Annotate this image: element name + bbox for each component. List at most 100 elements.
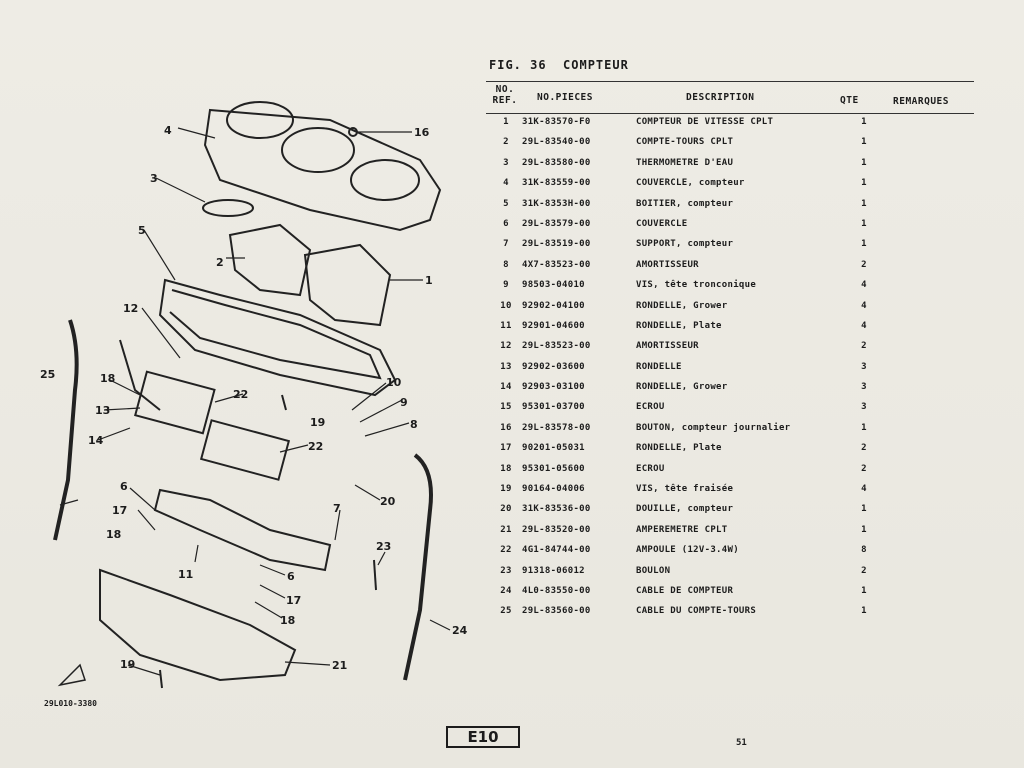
bolt-19-bottom [159, 669, 163, 689]
row-qty: 1 [861, 178, 867, 189]
row-qty: 4 [861, 484, 867, 495]
row-description: AMORTISSEUR [636, 341, 699, 352]
column-header-ref-line2: REF. [492, 95, 518, 106]
row-part-number: 29L-83523-00 [522, 341, 591, 352]
row-qty: 4 [861, 300, 867, 311]
row-qty: 2 [861, 341, 867, 352]
row-description: DOUILLE, compteur [636, 504, 734, 515]
row-description: VIS, tête tronconique [636, 280, 757, 291]
row-description: RONDELLE, Grower [636, 300, 728, 311]
cover-dial-mid [281, 127, 355, 173]
row-qty: 2 [861, 565, 867, 576]
row-ref: 22 [500, 545, 512, 556]
callout-17-right: 17 [286, 594, 301, 607]
row-ref: 19 [500, 484, 512, 495]
trip-knob [348, 127, 358, 137]
callout-15: 14 [88, 434, 104, 447]
row-description: VIS, tête fraisée [636, 484, 734, 495]
leader-lines [59, 127, 451, 676]
callout-13: 12 [123, 302, 138, 315]
page-number: 51 [736, 738, 747, 748]
row-part-number: 29L-83540-00 [522, 137, 591, 148]
header-rule-bottom [486, 113, 974, 114]
callout-25: 25 [40, 368, 55, 381]
meter-assembly-drawing: 4 3 5 16 1 2 12 10 9 8 25 18 13 14 22 19… [40, 101, 468, 689]
row-part-number: 4G1-84744-00 [522, 545, 591, 556]
row-part-number: 91318-06012 [522, 565, 585, 576]
row-description: AMORTISSEUR [636, 259, 699, 270]
row-description: COMPTE-TOURS CPLT [636, 137, 734, 148]
cover-outline [203, 108, 442, 232]
row-part-number: 31K-8353H-00 [522, 198, 591, 209]
row-ref: 16 [500, 422, 512, 433]
row-qty: 2 [861, 443, 867, 454]
row-description: COUVERCLE, compteur [636, 178, 745, 189]
callout-1: 1 [425, 274, 433, 287]
row-ref: 13 [500, 361, 512, 372]
row-ref: 3 [503, 157, 509, 168]
callout-5: 5 [138, 224, 146, 237]
row-description: COUVERCLE [636, 218, 688, 229]
bolt-19-top [281, 394, 287, 411]
row-ref: 6 [503, 218, 509, 229]
row-description: RONDELLE, Plate [636, 320, 722, 331]
callout-11: 10 [386, 376, 402, 389]
callout-18-right: 18 [280, 614, 295, 627]
case-inner [169, 289, 382, 380]
row-ref: 17 [500, 443, 512, 454]
row-description: RONDELLE [636, 361, 682, 372]
callout-17-left: 17 [112, 504, 127, 517]
callout-8: 6 [287, 570, 295, 583]
row-part-number: 95301-05600 [522, 463, 585, 474]
row-qty: 1 [861, 239, 867, 250]
row-part-number: 29L-83578-00 [522, 422, 591, 433]
callout-14: 13 [95, 404, 110, 417]
row-ref: 23 [500, 565, 512, 576]
row-ref: 9 [503, 280, 509, 291]
socket-block-right [199, 419, 291, 481]
callout-16: 16 [414, 126, 430, 139]
row-qty: 1 [861, 585, 867, 596]
row-ref: 18 [500, 463, 512, 474]
row-ref: 11 [500, 320, 512, 331]
callout-6-top: 6 [120, 480, 128, 493]
row-qty: 1 [861, 606, 867, 617]
callout-19-bottom: 19 [120, 658, 135, 671]
row-ref: 7 [503, 239, 509, 250]
row-qty: 3 [861, 361, 867, 372]
row-part-number: 31K-83570-F0 [522, 117, 591, 127]
row-description: CABLE DE COMPTEUR [636, 585, 734, 596]
callout-23: 23 [376, 540, 391, 553]
row-qty: 3 [861, 402, 867, 413]
row-qty: 1 [861, 422, 867, 433]
callout-22-top: 22 [233, 388, 248, 401]
row-part-number: 92902-04100 [522, 300, 585, 311]
row-description: AMPEREMETRE CPLT [636, 524, 728, 535]
row-description: BOULON [636, 565, 671, 576]
column-header-qty: QTE [840, 95, 859, 106]
row-ref: 15 [500, 402, 512, 413]
row-part-number: 29L-83560-00 [522, 606, 591, 617]
case-outline [158, 278, 397, 397]
row-ref: 24 [500, 585, 512, 596]
row-ref: 2 [503, 137, 509, 148]
column-header-remarks: REMARQUES [893, 96, 949, 107]
row-ref: 4 [503, 178, 509, 189]
callout-6-bottom: 21 [332, 659, 347, 672]
row-ref: 8 [503, 259, 509, 270]
callout-18-left: 18 [106, 528, 121, 541]
column-header-part-no: NO.PIECES [537, 92, 593, 103]
